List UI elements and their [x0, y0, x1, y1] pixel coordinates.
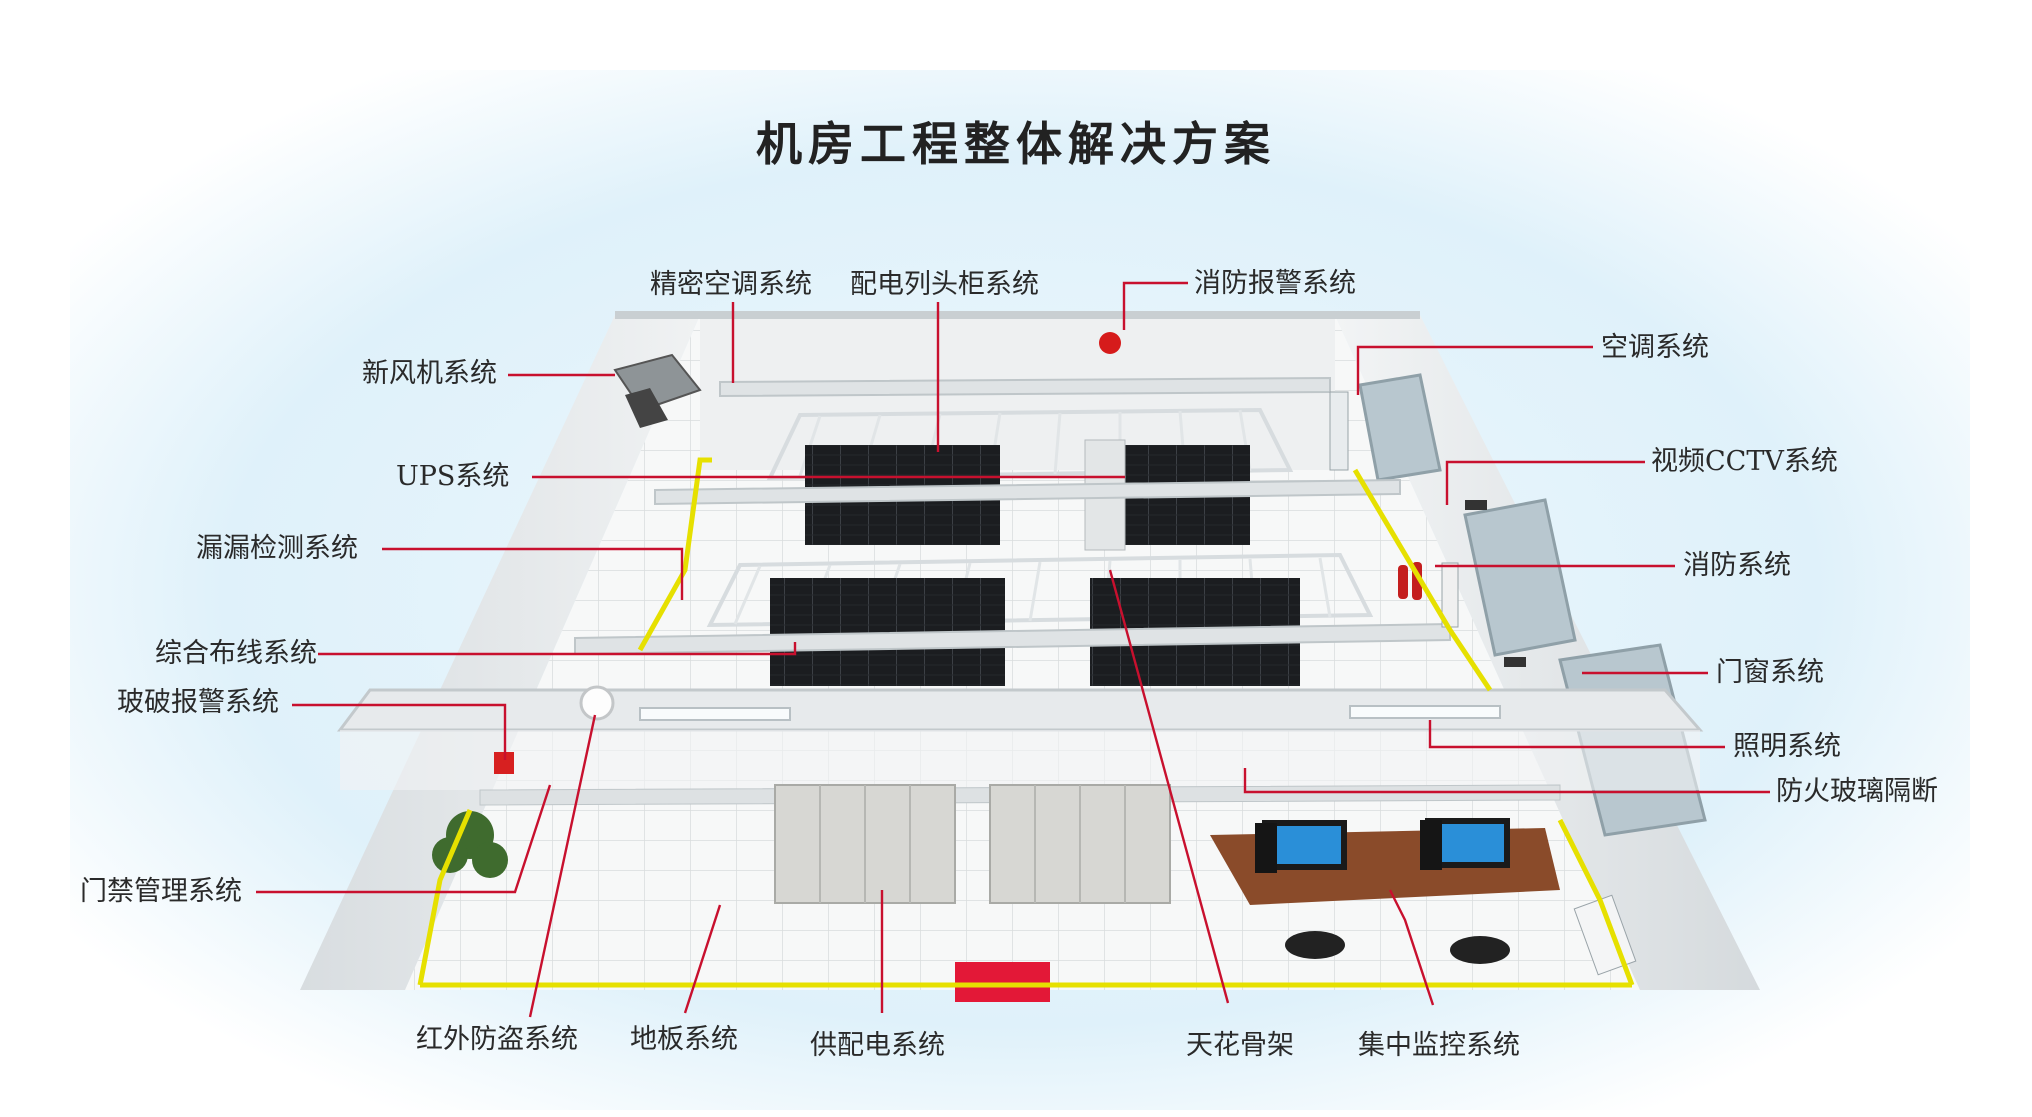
label-leak-detection-system: 漏漏检测系统	[196, 533, 358, 564]
label-fire-glass-partition: 防火玻璃隔断	[1776, 776, 1938, 807]
label-glass-break-alarm-system: 玻破报警系统	[117, 687, 279, 718]
label-infrared-intrusion-system: 红外防盗系统	[416, 1024, 578, 1055]
label-doors-windows-system: 门窗系统	[1716, 657, 1824, 688]
label-fire-protection-system: 消防系统	[1683, 550, 1791, 581]
label-cabling-system: 综合布线系统	[155, 638, 317, 669]
label-access-control-system: 门禁管理系统	[80, 876, 242, 907]
label-fire-alarm-system: 消防报警系统	[1194, 268, 1356, 299]
label-ac-system: 空调系统	[1601, 332, 1709, 363]
diagram-title: 机房工程整体解决方案	[756, 117, 1276, 171]
label-floor-system: 地板系统	[630, 1024, 738, 1055]
label-power-supply-system: 供配电系统	[810, 1030, 945, 1061]
label-precision-ac-system: 精密空调系统	[650, 269, 812, 300]
label-ups-system: UPS系统	[396, 461, 510, 492]
leader-lines	[256, 281, 1770, 1018]
label-cctv-system: 视频CCTV系统	[1651, 446, 1838, 477]
label-central-monitoring-system: 集中监控系统	[1358, 1030, 1520, 1061]
label-lighting-system: 照明系统	[1733, 731, 1841, 762]
label-ceiling-frame: 天花骨架	[1186, 1030, 1294, 1061]
label-fresh-air-system: 新风机系统	[362, 358, 497, 389]
label-pdu-cabinet-system: 配电列头柜系统	[850, 269, 1039, 300]
